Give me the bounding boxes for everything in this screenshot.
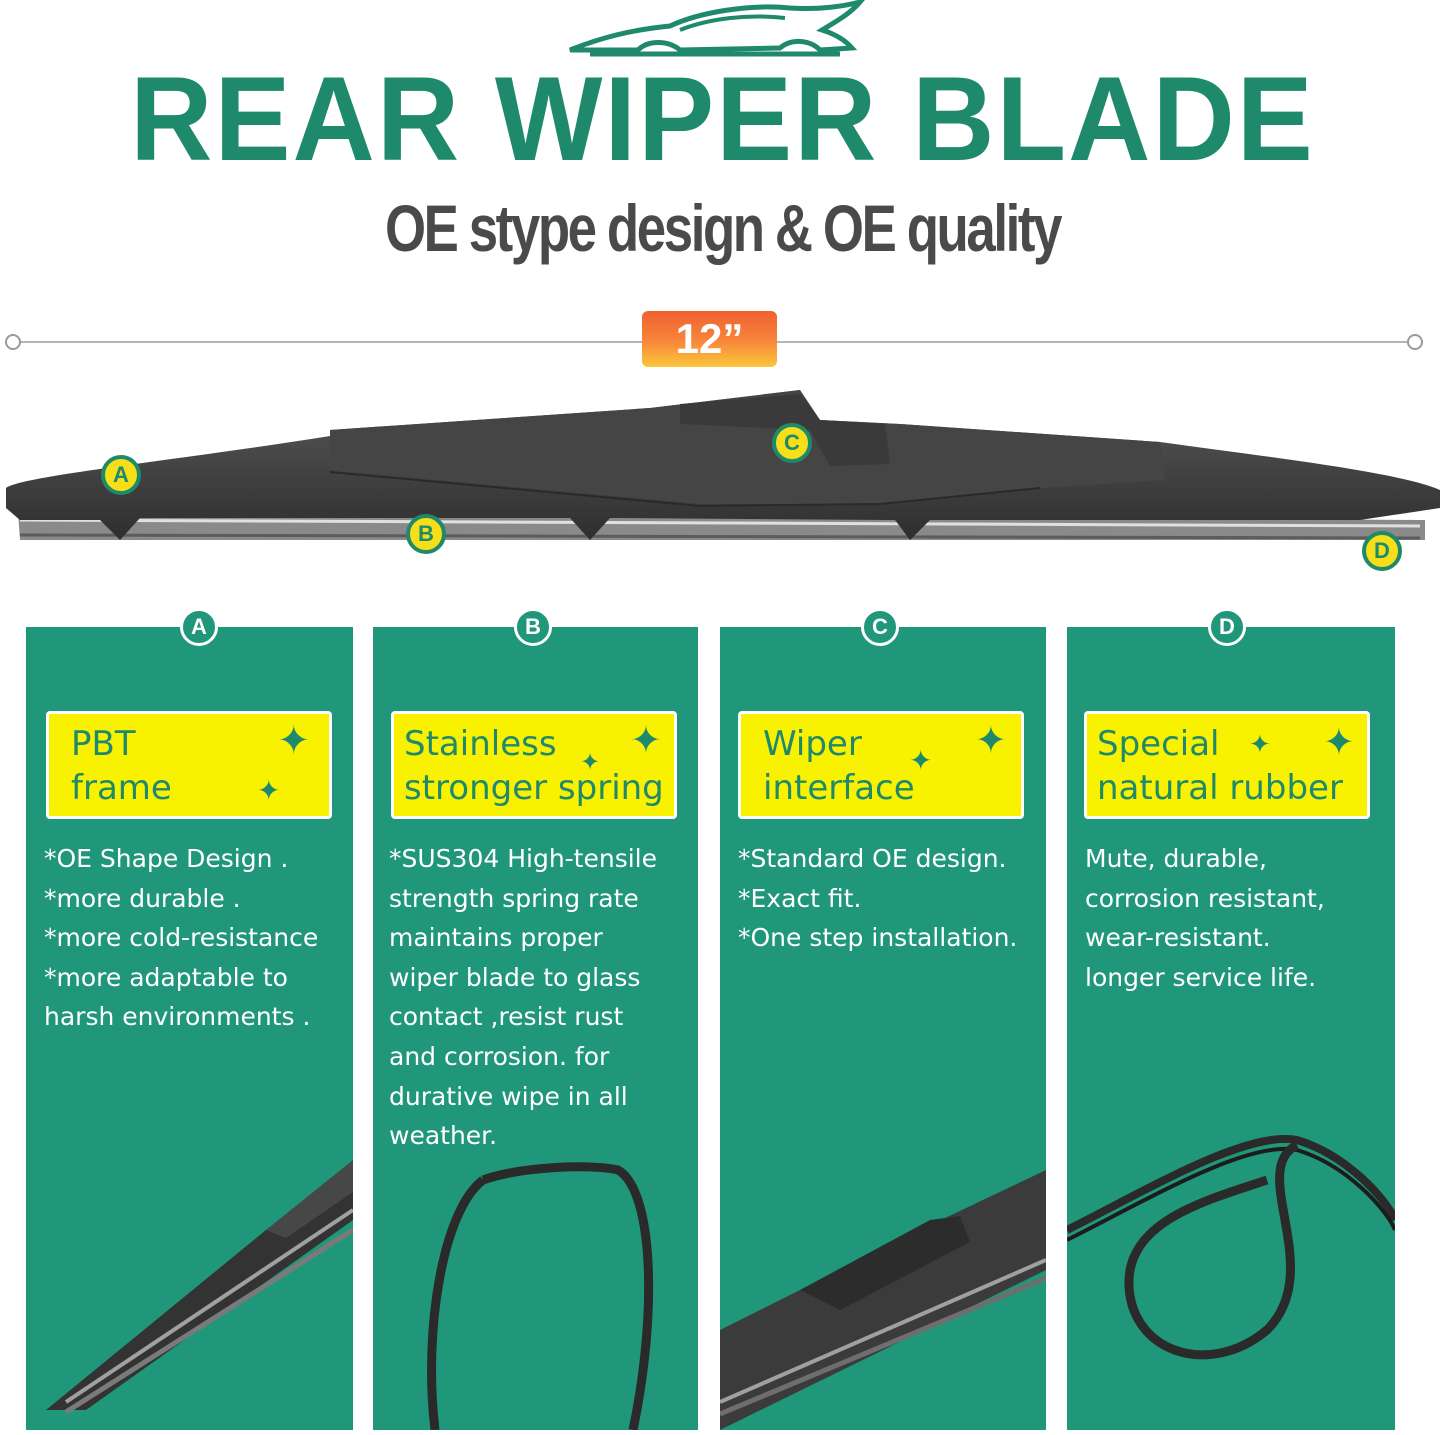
- card-letter-b: B: [514, 608, 552, 646]
- feature-label-box: Special natural rubber ✦ ✦: [1084, 711, 1370, 819]
- marker-d: D: [1362, 531, 1402, 571]
- card-letter-c: C: [861, 608, 899, 646]
- sparkle-icon: ✦: [909, 744, 933, 777]
- feature-description: Mute, durable, corrosion resistant, wear…: [1085, 844, 1325, 992]
- feature-label: Special natural rubber: [1097, 724, 1343, 808]
- feature-label: Wiper interface: [763, 724, 915, 808]
- sparkle-icon: ✦: [630, 718, 662, 762]
- sparkle-icon: ✦: [975, 718, 1007, 762]
- card-letter-a: A: [180, 608, 218, 646]
- size-badge: 12”: [642, 311, 777, 367]
- feature-label: Stainless stronger spring: [404, 724, 664, 808]
- sparkle-icon: ✦: [1249, 730, 1271, 760]
- card-letter-d: D: [1208, 608, 1246, 646]
- feature-label-box: Stainless stronger spring ✦ ✦: [391, 711, 677, 819]
- car-logo-icon: [569, 0, 865, 57]
- sparkle-icon: ✦: [277, 718, 311, 764]
- feature-label-box: PBT frame ✦ ✦: [46, 711, 332, 819]
- feature-card-d: Special natural rubber ✦ ✦ Mute, durable…: [1067, 627, 1395, 1430]
- feature-label: PBT frame: [71, 724, 172, 808]
- feature-card-b: Stainless stronger spring ✦ ✦ *SUS304 Hi…: [373, 627, 698, 1430]
- feature-description: *OE Shape Design . *more durable . *more…: [44, 844, 319, 1032]
- sparkle-icon: ✦: [580, 748, 601, 776]
- feature-card-c: Wiper interface ✦ ✦ *Standard OE design.…: [720, 627, 1046, 1430]
- wiper-blade-image: [6, 390, 1440, 540]
- page-title: REAR WIPER BLADE: [130, 52, 1315, 187]
- marker-c: C: [772, 423, 812, 463]
- sparkle-icon: ✦: [257, 774, 281, 807]
- marker-a: A: [101, 455, 141, 495]
- wiper-interface-image: [720, 1170, 1046, 1430]
- feature-description: *Standard OE design. *Exact fit. *One st…: [738, 844, 1018, 953]
- feature-card-a: PBT frame ✦ ✦ *OE Shape Design . *more d…: [26, 627, 353, 1430]
- feature-description: *SUS304 High-tensile strength spring rat…: [389, 844, 658, 1151]
- feature-label-box: Wiper interface ✦ ✦: [738, 711, 1024, 819]
- page-subtitle: OE stype design & OE quality: [384, 191, 1063, 265]
- marker-b: B: [406, 514, 446, 554]
- sparkle-icon: ✦: [1323, 720, 1355, 764]
- pbt-frame-image: [46, 1160, 353, 1415]
- rubber-strip-image: [1067, 1134, 1395, 1360]
- spring-image: [427, 1162, 654, 1430]
